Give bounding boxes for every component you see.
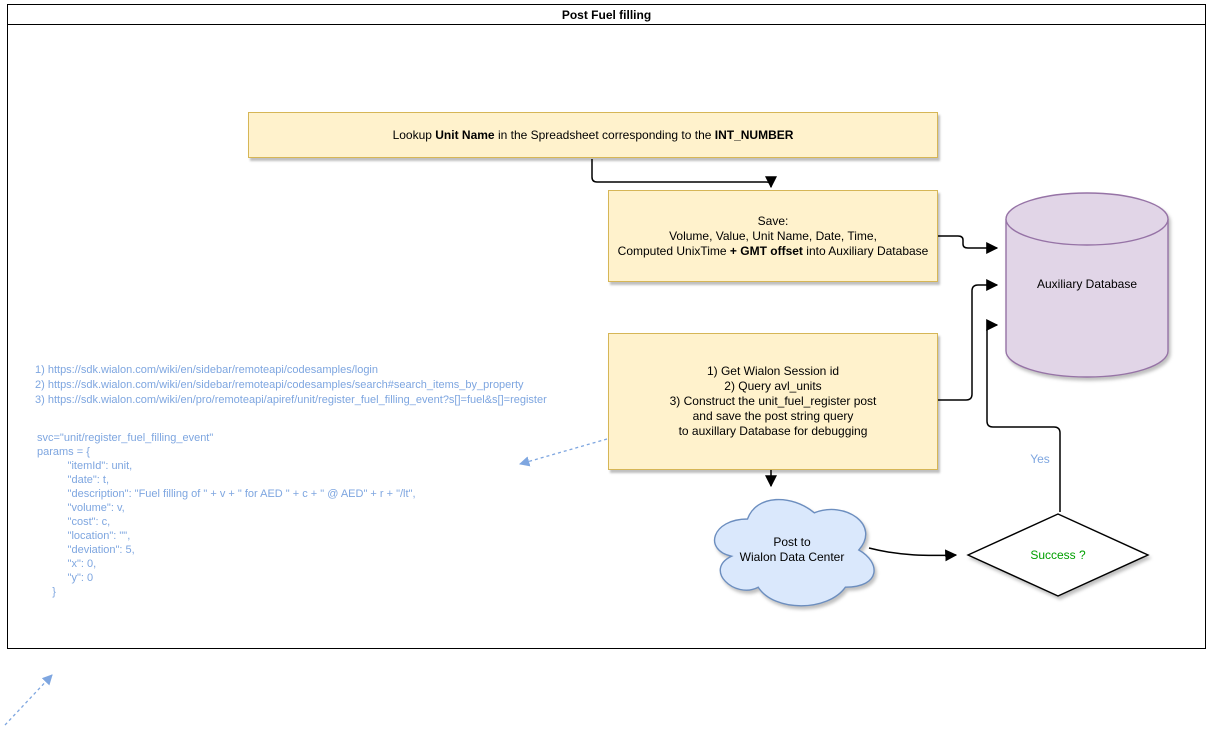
cloud-label: Post to Wialon Data Center — [739, 535, 845, 564]
process-box-lookup-unit-name: Lookup Unit Name in the Spreadsheet corr… — [248, 112, 938, 158]
api-code-snippet: svc="unit/register_fuel_filling_event" p… — [37, 432, 416, 598]
link-login[interactable]: 1) https://sdk.wialon.com/wiki/en/sideba… — [35, 364, 378, 376]
yes-branch-label: Yes — [1030, 452, 1050, 466]
decision-diamond-shape — [962, 509, 1154, 601]
reference-links: 1) https://sdk.wialon.com/wiki/en/sideba… — [35, 363, 547, 408]
save-box-line2: Volume, Value, Unit Name, Date, Time, — [669, 228, 877, 243]
process-box-wialon-steps: 1) Get Wialon Session id 2) Query avl_un… — [608, 333, 938, 470]
cloud-icon — [713, 498, 875, 607]
database-label: Auxiliary Database — [1036, 277, 1138, 291]
process-box-save-to-db: Save: Volume, Value, Unit Name, Date, Ti… — [608, 190, 938, 282]
wialon-steps-text: 1) Get Wialon Session id 2) Query avl_un… — [669, 364, 877, 438]
cloud-shape — [703, 488, 881, 612]
link-search-items[interactable]: 2) https://sdk.wialon.com/wiki/en/sideba… — [35, 379, 524, 391]
page-title: Post Fuel filling — [561, 7, 652, 22]
dashed-arrow-bottom-left — [4, 674, 53, 726]
diamond-icon — [966, 513, 1150, 597]
decision-label: Success ? — [1030, 548, 1086, 562]
save-box-line1: Save: — [757, 213, 789, 228]
save-box-line3: Computed UnixTime + GMT offset into Auxi… — [617, 243, 929, 258]
lookup-box-text: Lookup Unit Name in the Spreadsheet corr… — [392, 127, 794, 142]
diagram-title-bar: Post Fuel filling — [7, 4, 1206, 25]
link-register-fuel-event[interactable]: 3) https://sdk.wialon.com/wiki/en/pro/re… — [35, 394, 547, 406]
